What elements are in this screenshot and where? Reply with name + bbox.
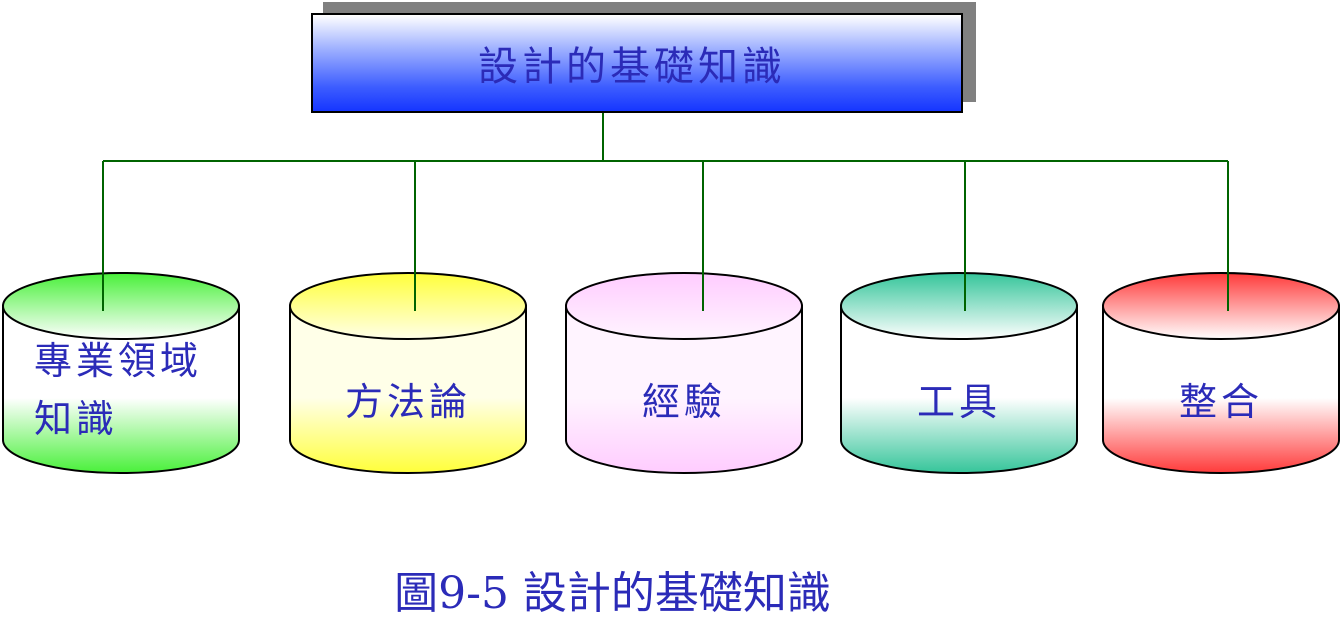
cylinder-top-3 bbox=[565, 272, 803, 340]
cylinder-label-1: 專業領域知識 bbox=[34, 332, 202, 448]
cylinder-body-4 bbox=[840, 305, 1078, 474]
cylinders bbox=[2, 272, 1340, 474]
cylinder-label-line: 方法論 bbox=[344, 380, 471, 424]
root-label: 設計的基礎知識 bbox=[478, 44, 786, 90]
cylinder-top-5 bbox=[1102, 272, 1340, 340]
cylinder-label-5: 整合 bbox=[1103, 373, 1339, 431]
cylinder-body-5 bbox=[1102, 305, 1340, 474]
connectors bbox=[103, 113, 1228, 162]
cylinder-body-3 bbox=[565, 305, 803, 474]
cylinder-label-4: 工具 bbox=[841, 373, 1077, 431]
cylinder-label-line: 專業領域 bbox=[34, 339, 203, 383]
cylinder-top-2 bbox=[289, 272, 527, 340]
figure-caption: 圖9-5 設計的基礎知識 bbox=[394, 568, 831, 619]
cylinder-top-4 bbox=[840, 272, 1078, 340]
root-node: 設計的基礎知識 bbox=[311, 13, 963, 113]
cylinder-label-line: 工具 bbox=[916, 380, 1001, 424]
cylinder-label-line: 知識 bbox=[34, 397, 119, 441]
cylinder-body-1 bbox=[2, 305, 240, 474]
cylinder-label-line: 整合 bbox=[1178, 380, 1263, 424]
cylinder-top-1 bbox=[2, 272, 240, 340]
cylinder-label-3: 經驗 bbox=[566, 373, 802, 431]
cylinder-label-line: 經驗 bbox=[641, 380, 726, 424]
cylinder-body-2 bbox=[289, 305, 527, 474]
drop-lines bbox=[102, 161, 1229, 311]
cylinder-label-2: 方法論 bbox=[290, 373, 526, 431]
